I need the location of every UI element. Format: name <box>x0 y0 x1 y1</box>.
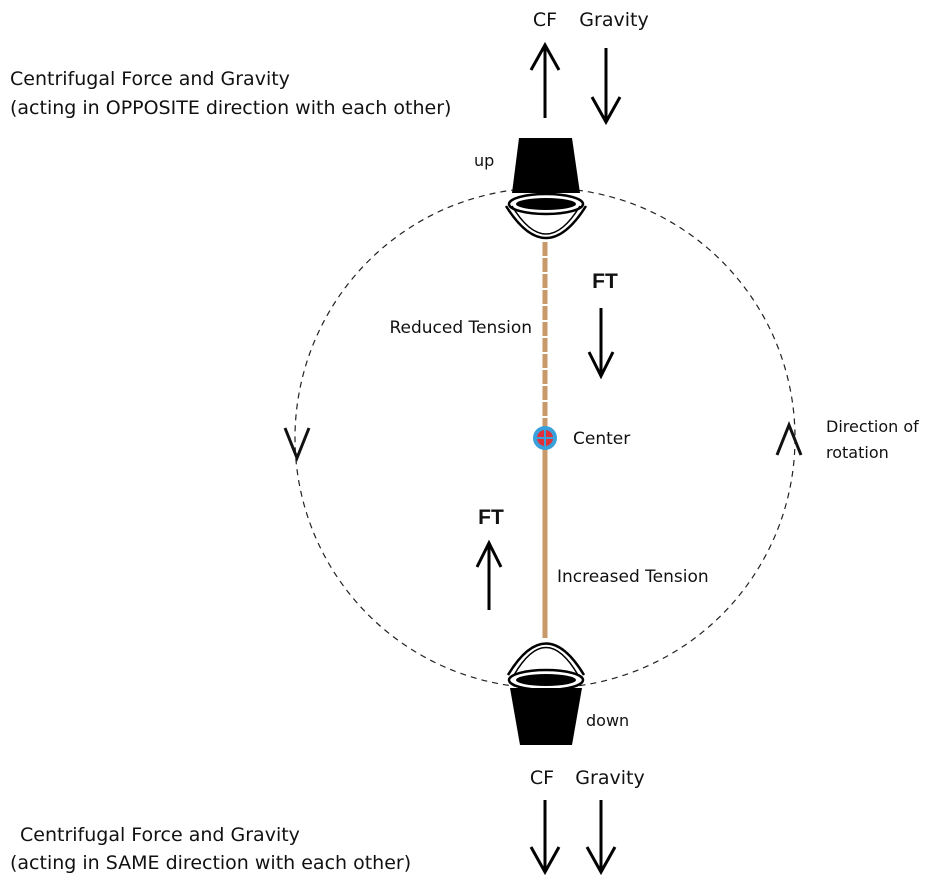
direction-label-line2: rotation <box>826 443 889 462</box>
increased-tension-label: Increased Tension <box>557 567 709 587</box>
direction-label-line1: Direction of <box>826 417 919 436</box>
top-gravity-label: Gravity <box>579 9 648 31</box>
top-caption-line1: Centrifugal Force and Gravity <box>10 68 290 90</box>
ft-down-arrow-icon <box>587 308 615 380</box>
bottom-cf-arrow-icon <box>529 800 561 876</box>
top-bucket-icon <box>504 138 588 240</box>
bottom-bucket-label: down <box>586 711 629 730</box>
bottom-caption-line2: (acting in SAME direction with each othe… <box>10 852 411 874</box>
top-bucket-label: up <box>474 151 494 170</box>
ft-up-arrow-icon <box>475 539 503 610</box>
top-cf-arrow-icon <box>529 41 561 118</box>
ft-bottom-label: FT <box>478 506 504 529</box>
reduced-tension-label: Reduced Tension <box>389 318 532 338</box>
top-caption-line2: (acting in OPPOSITE direction with each … <box>10 97 451 119</box>
center-point-icon <box>533 426 557 450</box>
right-rotation-chevron-icon <box>775 420 803 456</box>
left-rotation-chevron-icon <box>283 427 311 463</box>
bottom-cf-label: CF <box>530 767 554 789</box>
center-label: Center <box>573 429 630 449</box>
ft-top-label: FT <box>592 270 618 293</box>
bottom-caption-line1: Centrifugal Force and Gravity <box>20 824 300 846</box>
bottom-bucket-icon <box>506 642 586 745</box>
bottom-gravity-label: Gravity <box>575 767 644 789</box>
top-gravity-arrow-icon <box>590 48 622 126</box>
bottom-gravity-arrow-icon <box>585 800 617 876</box>
top-cf-label: CF <box>533 9 557 31</box>
